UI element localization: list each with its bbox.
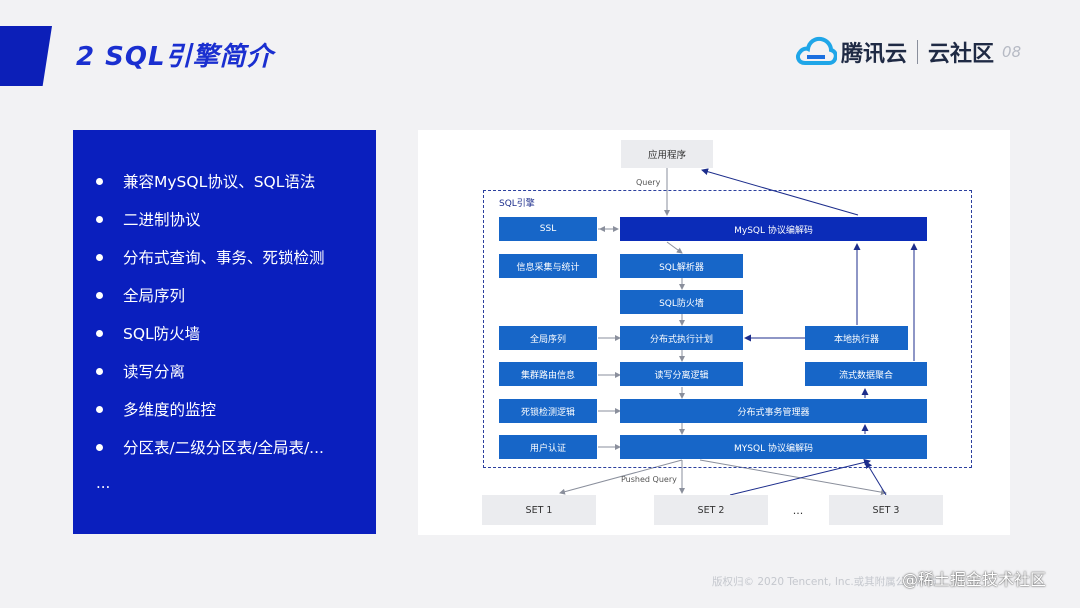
list-item-text: 读写分离 (123, 363, 186, 381)
bullet-icon (96, 292, 103, 299)
bullet-icon (96, 444, 103, 451)
list-item-text: 分布式查询、事务、死锁检测 (123, 249, 325, 267)
mysql-decoder-top-box: MySQL 协议编解码 (620, 217, 927, 241)
bullet-icon (96, 406, 103, 413)
list-item: SQL防火墙 (96, 322, 325, 360)
list-item: 读写分离 (96, 360, 325, 398)
mysql-decoder-bottom-box: MYSQL 协议编解码 (620, 435, 927, 459)
slide-title: 2 SQL引擎简介 (76, 42, 274, 72)
list-item-text: SQL防火墙 (123, 325, 201, 343)
bullet-icon (96, 216, 103, 223)
stream-agg-box: 流式数据聚合 (805, 362, 927, 386)
cloud-icon (795, 36, 837, 65)
bullet-icon (96, 254, 103, 261)
brand-name: 腾讯云 (841, 42, 908, 67)
info-collect-box: 信息采集与统计 (499, 254, 597, 278)
accent-bar (0, 26, 52, 86)
sql-firewall-box: SQL防火墙 (620, 290, 743, 314)
dist-exec-plan-box: 分布式执行计划 (620, 326, 743, 350)
list-item: 兼容MySQL协议、SQL语法 (96, 170, 325, 208)
sql-engine-label: SQL引擎 (499, 199, 535, 209)
rw-split-box: 读写分离逻辑 (620, 362, 743, 386)
brand-logo: 腾讯云 云社区 08 (795, 32, 1021, 72)
list-ellipsis: ... (96, 474, 111, 492)
list-item: 分区表/二级分区表/全局表/... (96, 436, 325, 474)
list-item-text: 兼容MySQL协议、SQL语法 (123, 173, 316, 191)
feature-list: 兼容MySQL协议、SQL语法 二进制协议 分布式查询、事务、死锁检测 全局序列… (96, 170, 325, 474)
list-item: 多维度的监控 (96, 398, 325, 436)
list-item: 二进制协议 (96, 208, 325, 246)
pushed-query-label: Pushed Query (621, 475, 677, 484)
brand-community: 云社区 (928, 42, 995, 67)
cluster-route-box: 集群路由信息 (499, 362, 597, 386)
user-auth-box: 用户认证 (499, 435, 597, 459)
bullet-icon (96, 368, 103, 375)
deadlock-logic-box: 死锁检测逻辑 (499, 399, 597, 423)
sql-parser-box: SQL解析器 (620, 254, 743, 278)
list-item-text: 分区表/二级分区表/全局表/... (123, 439, 324, 457)
set-1-box: SET 1 (482, 495, 596, 525)
list-item-text: 二进制协议 (123, 211, 201, 229)
sql-engine-frame (483, 190, 972, 468)
set-2-box: SET 2 (654, 495, 768, 525)
page-number: 08 (1002, 43, 1022, 61)
query-label: Query (636, 178, 661, 187)
watermark-text: @稀土掘金技术社区 (902, 570, 1047, 589)
copyright-text: 版权归© 2020 Tencent, Inc.或其附属公司所有 (712, 576, 938, 588)
bullet-icon (96, 330, 103, 337)
list-item-text: 多维度的监控 (123, 401, 217, 419)
list-item-text: 全局序列 (123, 287, 186, 305)
list-item: 全局序列 (96, 284, 325, 322)
list-item: 分布式查询、事务、死锁检测 (96, 246, 325, 284)
dist-tx-manager-box: 分布式事务管理器 (620, 399, 927, 423)
app-box: 应用程序 (621, 140, 713, 168)
set-3-box: SET 3 (829, 495, 943, 525)
brand-separator (917, 40, 919, 64)
ssl-box: SSL (499, 217, 597, 241)
feature-panel: 兼容MySQL协议、SQL语法 二进制协议 分布式查询、事务、死锁检测 全局序列… (73, 130, 376, 534)
set-ellipsis: ... (792, 503, 804, 517)
global-sequence-box: 全局序列 (499, 326, 597, 350)
bullet-icon (96, 178, 103, 185)
local-executor-box: 本地执行器 (805, 326, 908, 350)
